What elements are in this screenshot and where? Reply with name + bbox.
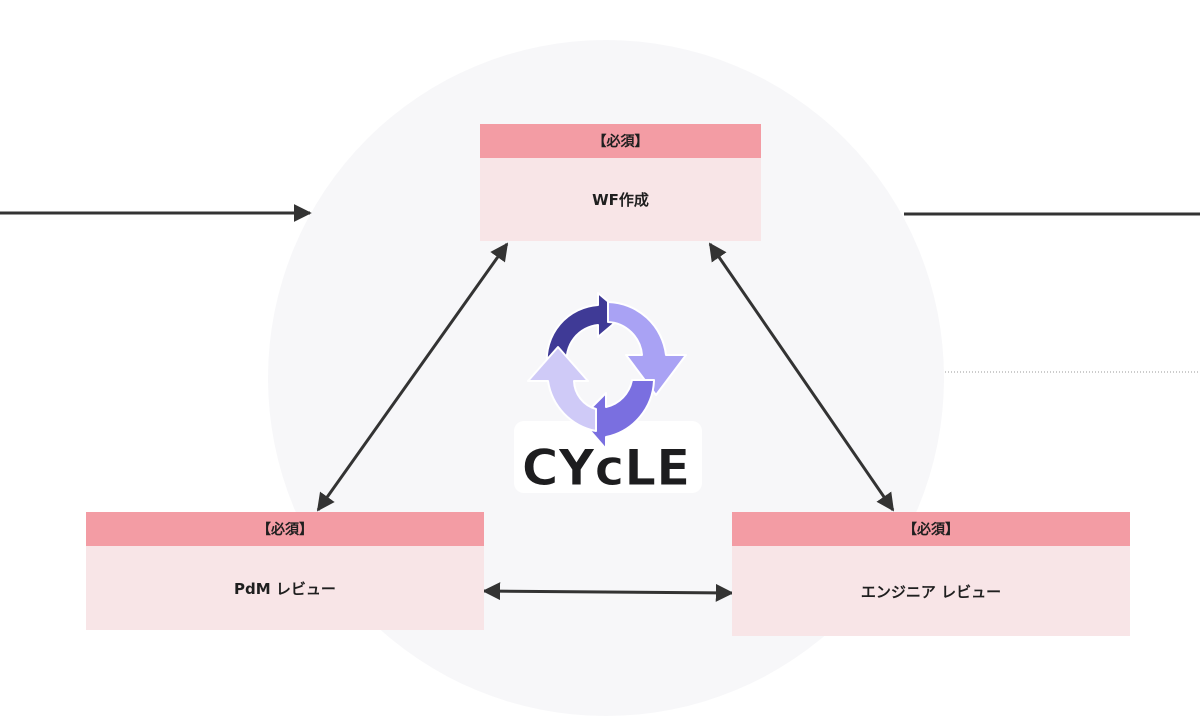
arrow-left-right [482, 582, 734, 602]
node-label: WF作成 [480, 158, 761, 241]
node-tag: 【必須】 [86, 512, 484, 546]
node-tag: 【必須】 [480, 124, 761, 158]
node-wf-creation: 【必須】 WF作成 [480, 124, 761, 241]
connector-layer [0, 204, 1200, 602]
cycle-logo: CYcLE [514, 292, 702, 498]
arrow-top-left [316, 242, 509, 512]
arrow-top-right [708, 242, 895, 512]
logo-text: CYcLE [522, 439, 691, 497]
node-engineer-review: 【必須】 エンジニア レビュー [732, 512, 1130, 636]
cycle-arrows-icon [527, 292, 687, 450]
node-label: PdM レビュー [86, 546, 484, 630]
node-tag: 【必須】 [732, 512, 1130, 546]
node-pdm-review: 【必須】 PdM レビュー [86, 512, 484, 630]
node-label: エンジニア レビュー [732, 546, 1130, 636]
